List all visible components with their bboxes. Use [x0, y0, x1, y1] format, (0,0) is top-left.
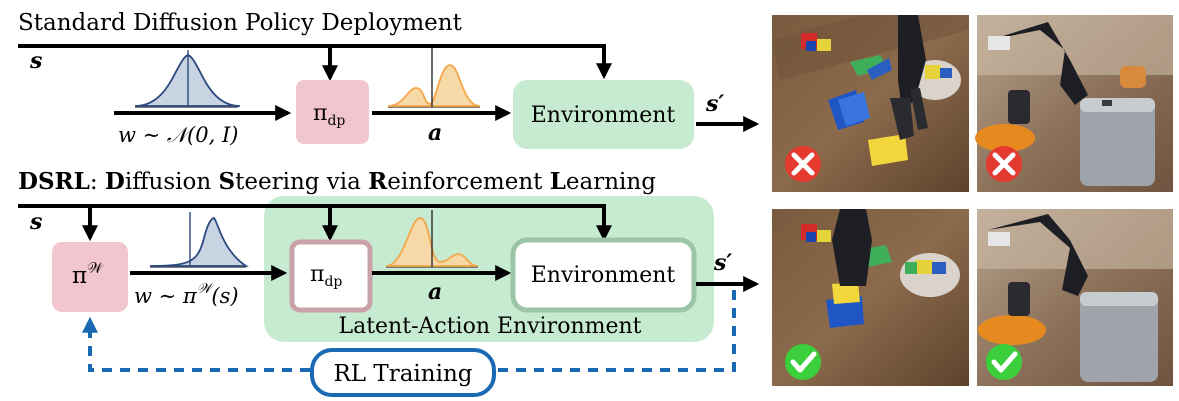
photo-toaster-task-fail: [975, 15, 1173, 192]
bottom-noise-label-main: w ∼ π: [134, 284, 198, 308]
bottom-title-s-rest: teering via: [235, 169, 368, 195]
bottom-title-r-rest: einforcement: [387, 169, 549, 195]
latent-policy-pi: π: [72, 263, 87, 289]
bottom-noise-distribution: [149, 212, 249, 268]
top-noise-label: w ∼ 𝒩(0, I): [118, 123, 238, 147]
bottom-noise-label: w ∼ π𝒲(s): [134, 281, 239, 308]
bottom-noise-label-suffix: (s): [211, 284, 238, 308]
latent-action-environment-label: Latent-Action Environment: [338, 314, 641, 339]
top-action-label: a: [428, 120, 442, 146]
bottom-title: DSRL: Diffusion Steering via Reinforceme…: [18, 168, 656, 195]
bottom-title-s: S: [219, 168, 236, 195]
bottom-title-sep: :: [90, 169, 105, 195]
bottom-title-d-rest: iffusion: [125, 169, 219, 195]
bottom-environment-box: [510, 237, 697, 313]
bottom-action-distribution: [385, 210, 479, 268]
top-next-state-label: s′: [705, 91, 724, 117]
bottom-dp-policy-label: πdp: [310, 262, 342, 290]
bottom-title-d: D: [105, 168, 125, 195]
top-title: Standard Diffusion Policy Deployment: [18, 10, 463, 36]
bottom-state-label: s: [29, 209, 42, 235]
top-environment-label: Environment: [531, 103, 676, 128]
top-state-label: s: [29, 48, 42, 74]
bottom-next-state-label: s′: [713, 250, 732, 276]
top-dp-pi: π: [313, 101, 327, 126]
bottom-dp-pi: π: [310, 262, 324, 287]
latent-policy-box: [52, 242, 128, 312]
success-check-icon: [785, 344, 821, 380]
bottom-title-r: R: [368, 168, 388, 195]
bottom-title-l-rest: earning: [566, 169, 656, 195]
top-dp-sub: dp: [327, 113, 345, 129]
bottom-action-label: a: [428, 279, 442, 305]
latent-policy-label: π𝒲: [72, 259, 104, 289]
top-state-line: [18, 44, 612, 80]
fail-x-icon: [785, 146, 821, 182]
bottom-noise-label-sup: 𝒲: [197, 281, 215, 297]
top-dp-policy-label: πdp: [313, 101, 345, 129]
top-dp-policy-box: [296, 80, 369, 144]
success-check-icon: [986, 344, 1022, 380]
bottom-title-prefix: DSRL: [18, 168, 90, 195]
rl-training-label: RL Training: [333, 361, 472, 387]
bottom-environment-label: Environment: [531, 263, 676, 288]
bottom-dp-policy-box: [289, 239, 373, 313]
top-action-distribution: [387, 48, 481, 108]
bottom-title-l: L: [550, 168, 566, 195]
latent-policy-sup: 𝒲: [87, 259, 104, 277]
top-noise-distribution: [134, 50, 241, 108]
bottom-dp-sub: dp: [324, 274, 342, 290]
bottom-state-line: [18, 204, 612, 242]
rl-training-box: [310, 348, 496, 397]
fail-x-icon: [986, 146, 1022, 182]
top-environment-box: [513, 80, 694, 149]
